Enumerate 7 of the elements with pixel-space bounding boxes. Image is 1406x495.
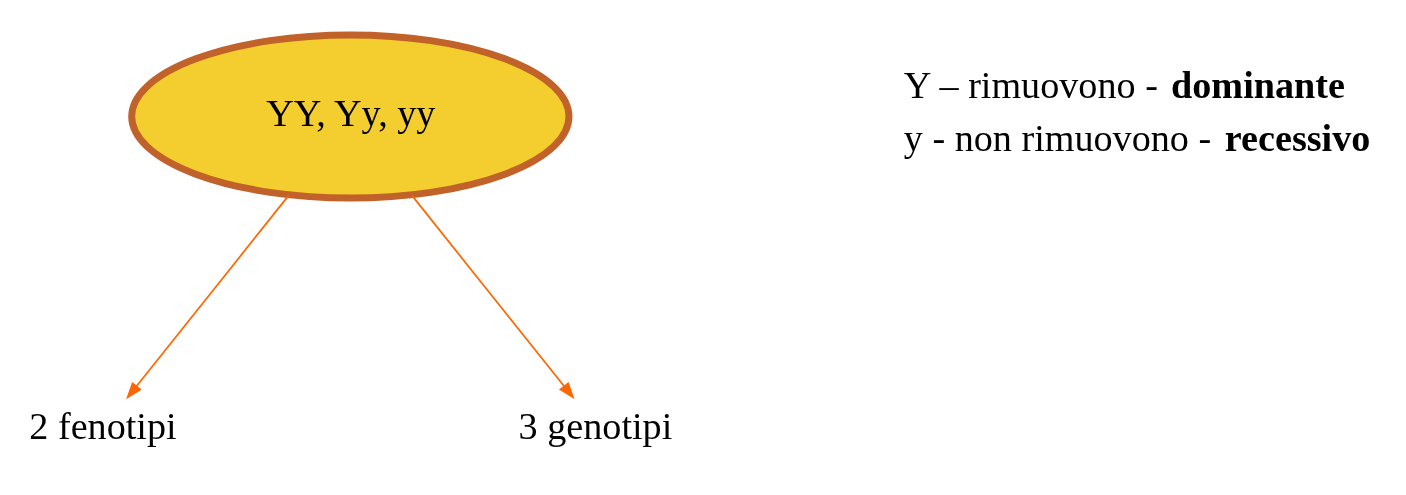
arrow (411, 194, 575, 400)
node-text: 2 fenotipi (29, 404, 177, 447)
arrow (126, 194, 290, 400)
node-text: 3 genotipi (518, 404, 673, 447)
label: Y – rimuovono - dominante (903, 64, 1345, 107)
label: y - non rimuovono - recessivo (903, 116, 1371, 159)
node-ellipse: YY, Yy, yy (128, 31, 573, 202)
